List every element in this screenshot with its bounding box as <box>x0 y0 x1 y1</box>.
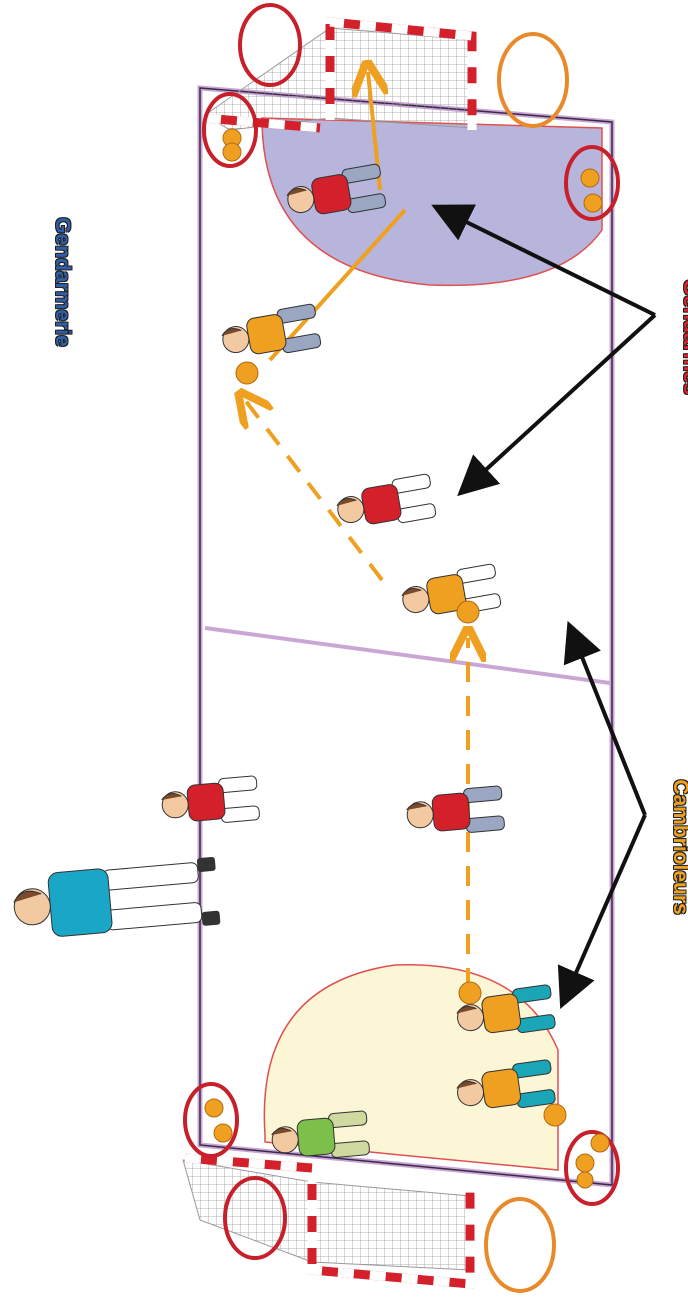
ball-icon <box>544 1104 566 1126</box>
ball-icon <box>577 1172 593 1188</box>
ball-icon <box>214 1124 232 1142</box>
ball-icon <box>591 1134 609 1152</box>
ball-icon <box>457 601 479 623</box>
gendarmerie-label: Gendarmerie <box>50 212 74 352</box>
ball-icon <box>223 143 241 161</box>
top-goal <box>205 22 472 130</box>
gendarmes-label: Gendarmes <box>678 267 688 407</box>
ball-icon <box>205 1099 223 1117</box>
ball-icon <box>576 1154 594 1172</box>
ball-icon <box>459 982 481 1004</box>
ball-icon <box>236 362 258 384</box>
cambrioleurs-label: Cambrioleurs <box>668 772 688 922</box>
ball-icon <box>584 194 602 212</box>
hoop-icon <box>486 1199 554 1291</box>
ball-icon <box>581 169 599 187</box>
teacher-icon <box>11 857 220 943</box>
hoop-icon <box>499 34 567 126</box>
